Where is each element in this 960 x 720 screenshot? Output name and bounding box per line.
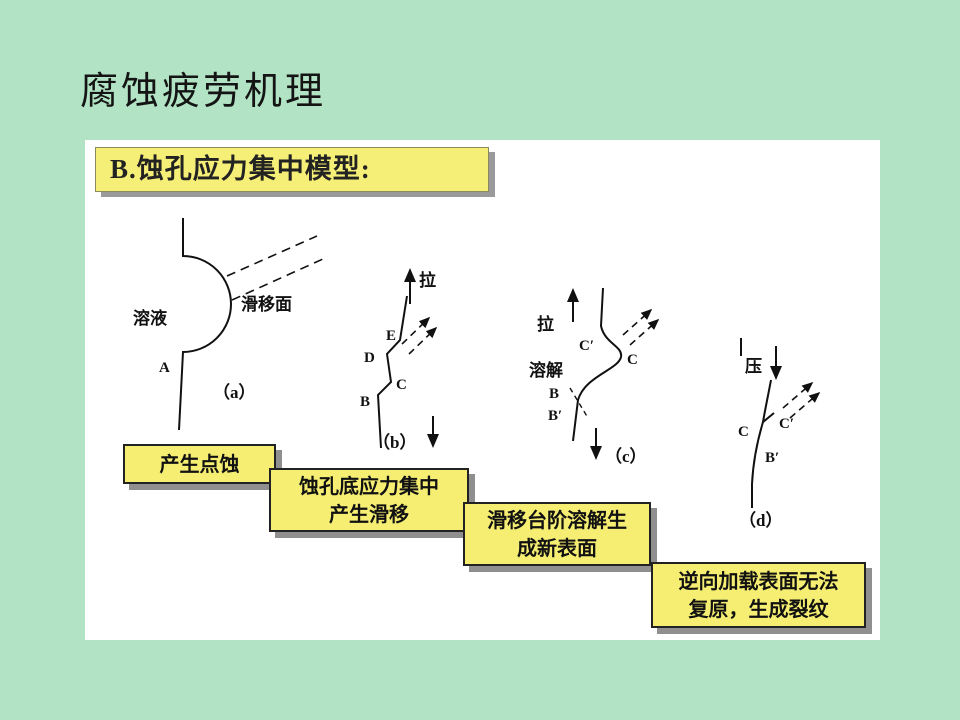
reverse-slip-dashed-arrow bbox=[789, 391, 821, 419]
slip-plane-label: 滑移面 bbox=[241, 294, 292, 314]
caption-box-pitting: 产生点蚀 bbox=[123, 444, 276, 484]
point-b-label: B bbox=[360, 394, 370, 410]
former-step-dashed-trace bbox=[569, 387, 589, 419]
slip-direction-dashed-arrow bbox=[629, 318, 660, 346]
caption-line: 产生滑移 bbox=[329, 504, 409, 526]
compression-label: 压 bbox=[745, 357, 762, 376]
caption-line: 复原，生成裂纹 bbox=[688, 599, 829, 621]
reverse-slip-dashed-arrow bbox=[782, 381, 814, 409]
tension-label: 拉 bbox=[419, 270, 436, 290]
point-d-label: D bbox=[364, 350, 375, 366]
point-a-label: A bbox=[159, 360, 170, 376]
caption-line: 成新表面 bbox=[517, 538, 597, 560]
section-header-label: B.蚀孔应力集中模型: bbox=[110, 154, 371, 184]
lower-surface-curve bbox=[751, 421, 764, 508]
diagram-d-crack-formation: 压 C C′ B′ （d） bbox=[738, 338, 821, 530]
slip-plane-dashed-line bbox=[226, 235, 318, 277]
point-c-prime-label: C′ bbox=[579, 338, 594, 354]
point-c-prime-label: C′ bbox=[779, 416, 794, 432]
subfigure-d-caption: （d） bbox=[739, 510, 782, 530]
caption-line: 逆向加载表面无法 bbox=[678, 571, 839, 593]
section-header-box: B.蚀孔应力集中模型: bbox=[95, 147, 489, 192]
page-title: 腐蚀疲劳机理 bbox=[80, 71, 327, 113]
slip-direction-dashed-arrow bbox=[401, 316, 431, 345]
caption-line: 滑移台阶溶解生 bbox=[487, 510, 627, 532]
diagram-c-step-dissolution: 拉 C′ C 溶解 B B′ （c） bbox=[529, 287, 660, 466]
caption-box-stress-concentration: 蚀孔底应力集中 产生滑移 bbox=[269, 468, 469, 532]
subfigure-a-caption: （a） bbox=[213, 382, 256, 402]
dissolved-surface-curve bbox=[572, 287, 623, 442]
point-c-label: C bbox=[738, 424, 749, 440]
point-c-label: C bbox=[396, 377, 407, 393]
subfigure-c-caption: （c） bbox=[605, 446, 647, 466]
caption-line: 产生点蚀 bbox=[159, 454, 240, 476]
caption-line: 蚀孔底应力集中 bbox=[299, 476, 439, 498]
point-b-prime-label: B′ bbox=[765, 450, 779, 466]
slip-direction-dashed-arrow bbox=[622, 308, 653, 336]
slip-direction-dashed-arrow bbox=[408, 326, 438, 355]
subfigure-b-caption: （b） bbox=[373, 432, 416, 452]
pit-surface-outline bbox=[178, 218, 232, 431]
crack-notch-line bbox=[761, 379, 775, 425]
point-b-prime-label: B′ bbox=[548, 408, 562, 424]
slip-plane-dashed-line bbox=[231, 258, 324, 301]
point-c-label: C bbox=[627, 352, 638, 368]
solution-label: 溶液 bbox=[133, 308, 167, 328]
dissolve-label: 溶解 bbox=[529, 360, 563, 380]
caption-box-crack-formation: 逆向加载表面无法 复原，生成裂纹 bbox=[651, 562, 866, 628]
caption-box-step-dissolution: 滑移台阶溶解生 成新表面 bbox=[463, 502, 651, 566]
point-b-label: B bbox=[549, 386, 559, 402]
content-panel: B.蚀孔应力集中模型: 溶液 滑移面 A （a） 拉 E D bbox=[85, 140, 880, 640]
point-e-label: E bbox=[386, 328, 396, 344]
tension-label: 拉 bbox=[537, 314, 554, 334]
stepped-surface-line bbox=[376, 295, 408, 449]
diagram-a-pit-formation: 溶液 滑移面 A （a） bbox=[133, 218, 324, 431]
diagram-b-slip-steps: 拉 E D C B （b） bbox=[360, 268, 439, 452]
